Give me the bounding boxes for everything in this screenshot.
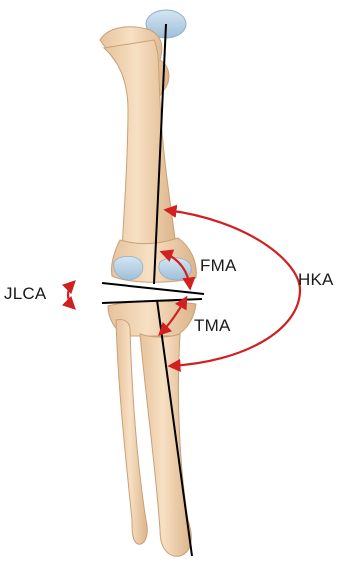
angle-arrows [68, 210, 300, 366]
jlca-arrow [68, 282, 74, 308]
tma-label: TMA [194, 316, 230, 336]
tibia-fibula [108, 301, 196, 556]
hka-label: HKA [298, 270, 334, 290]
fma-label: FMA [200, 256, 236, 276]
hka-arc [166, 210, 300, 366]
femur [100, 10, 196, 282]
jlca-label: JLCA [4, 284, 46, 304]
